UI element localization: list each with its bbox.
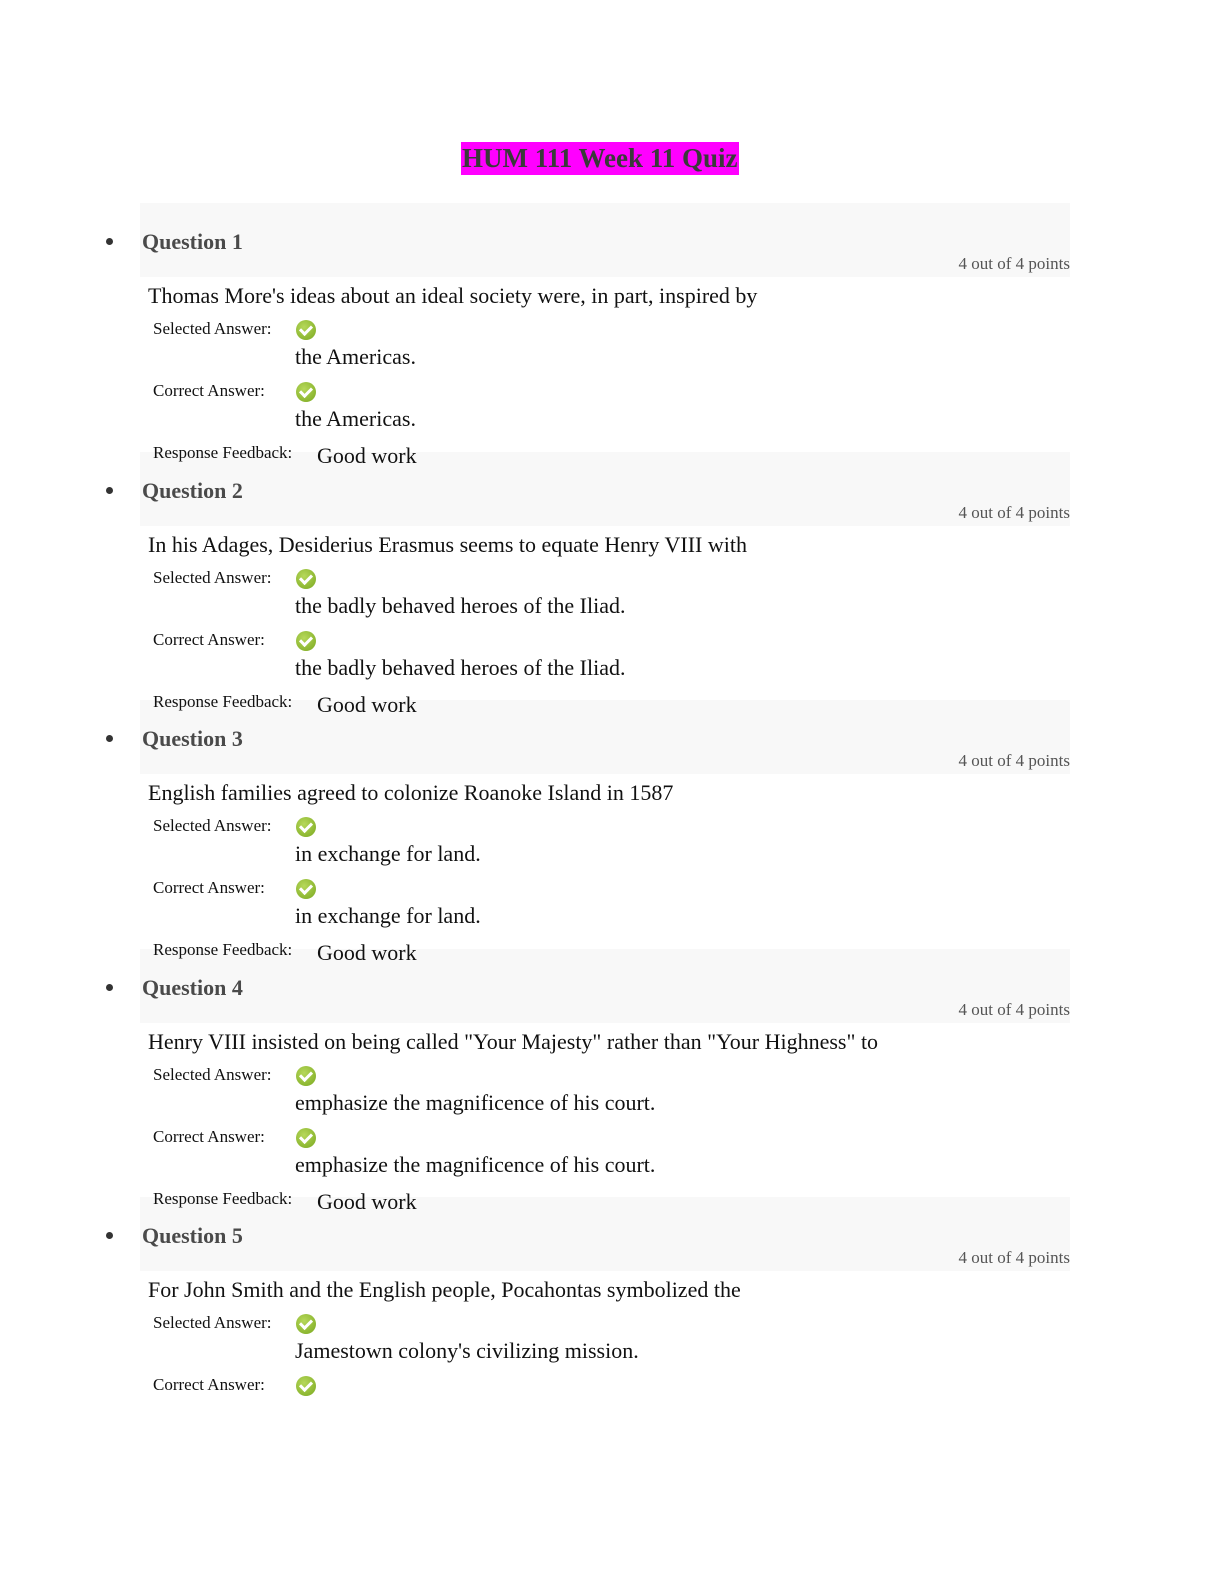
question-text: Henry VIII insisted on being called "You… <box>148 1028 879 1054</box>
correct-check-icon <box>296 817 316 837</box>
selected-answer: the Americas. <box>295 344 416 369</box>
correct-answer-label: Correct Answer: <box>153 878 265 897</box>
selected-answer-label: Selected Answer: <box>153 567 272 587</box>
bullet-icon <box>106 238 113 245</box>
question-text: In his Adages, Desiderius Erasmus seems … <box>148 531 747 557</box>
question-heading: Question 3 <box>142 726 243 751</box>
correct-check-icon <box>296 1314 316 1334</box>
question-item: Question 3 4 out of 4 points English fam… <box>0 700 1224 965</box>
response-feedback-label: Response Feedback: <box>153 1188 293 1208</box>
question-header-band <box>140 203 1070 277</box>
correct-answer: in exchange for land. <box>295 903 481 928</box>
selected-answer-label: Selected Answer: <box>153 319 272 338</box>
question-text: Thomas More's ideas about an ideal socie… <box>148 283 758 308</box>
correct-answer-label: Correct Answer: <box>153 1375 265 1394</box>
response-feedback: Good work <box>317 443 417 468</box>
question-text: English families agreed to colonize Roan… <box>148 780 674 805</box>
question-heading: Question 1 <box>142 229 243 254</box>
correct-answer-label: Correct Answer: <box>153 1126 265 1146</box>
selected-answer: emphasize the magnificence of his court. <box>295 1089 656 1115</box>
correct-answer-label: Correct Answer: <box>153 381 265 400</box>
correct-check-icon <box>296 879 316 899</box>
question-header-band <box>140 948 1070 1023</box>
correct-answer: emphasize the magnificence of his court. <box>295 1151 656 1177</box>
correct-check-icon <box>296 320 316 340</box>
question-item: Question 1 4 out of 4 points Thomas More… <box>0 203 1224 468</box>
question-item: Question 5 4 out of 4 points For John Sm… <box>0 1197 1224 1445</box>
question-heading: Question 4 <box>142 974 243 1000</box>
selected-answer: Jamestown colony's civilizing mission. <box>295 1338 639 1363</box>
correct-answer: the Americas. <box>295 406 416 431</box>
response-feedback-label: Response Feedback: <box>153 443 293 462</box>
correct-check-icon <box>296 382 316 402</box>
page-title: HUM 111 Week 11 Quiz <box>461 142 739 175</box>
question-points: 4 out of 4 points <box>958 999 1070 1019</box>
question-header-band <box>140 451 1070 526</box>
question-points: 4 out of 4 points <box>958 254 1070 273</box>
question-heading: Question 2 <box>142 477 243 503</box>
question-header-band <box>140 1197 1070 1271</box>
question-points: 4 out of 4 points <box>958 502 1070 522</box>
response-feedback-label: Response Feedback: <box>153 691 293 711</box>
bullet-icon <box>106 1232 113 1239</box>
bullet-icon <box>106 735 113 742</box>
question-heading: Question 5 <box>142 1223 243 1248</box>
selected-answer-label: Selected Answer: <box>153 1064 272 1084</box>
correct-check-icon <box>296 1127 316 1148</box>
question-header-band <box>140 700 1070 774</box>
response-feedback: Good work <box>317 691 417 717</box>
bullet-icon <box>106 983 113 991</box>
bullet-icon <box>106 486 113 494</box>
selected-answer: in exchange for land. <box>295 841 481 866</box>
correct-check-icon <box>296 1065 316 1086</box>
question-item: Question 4 4 out of 4 points Henry VIII … <box>0 948 1224 1214</box>
correct-check-icon <box>296 630 316 651</box>
selected-answer: the badly behaved heroes of the Iliad. <box>295 592 626 618</box>
response-feedback: Good work <box>317 1188 417 1214</box>
question-item: Question 2 4 out of 4 points In his Adag… <box>0 451 1224 717</box>
selected-answer-label: Selected Answer: <box>153 1313 272 1332</box>
correct-answer: the badly behaved heroes of the Iliad. <box>295 654 626 680</box>
correct-check-icon <box>296 568 316 589</box>
question-points: 4 out of 4 points <box>958 1248 1070 1267</box>
correct-check-icon <box>296 1376 316 1396</box>
response-feedback-label: Response Feedback: <box>153 940 293 959</box>
correct-answer-label: Correct Answer: <box>153 629 265 649</box>
question-points: 4 out of 4 points <box>958 751 1070 770</box>
selected-answer-label: Selected Answer: <box>153 816 272 835</box>
response-feedback: Good work <box>317 940 417 965</box>
question-text: For John Smith and the English people, P… <box>148 1277 741 1302</box>
